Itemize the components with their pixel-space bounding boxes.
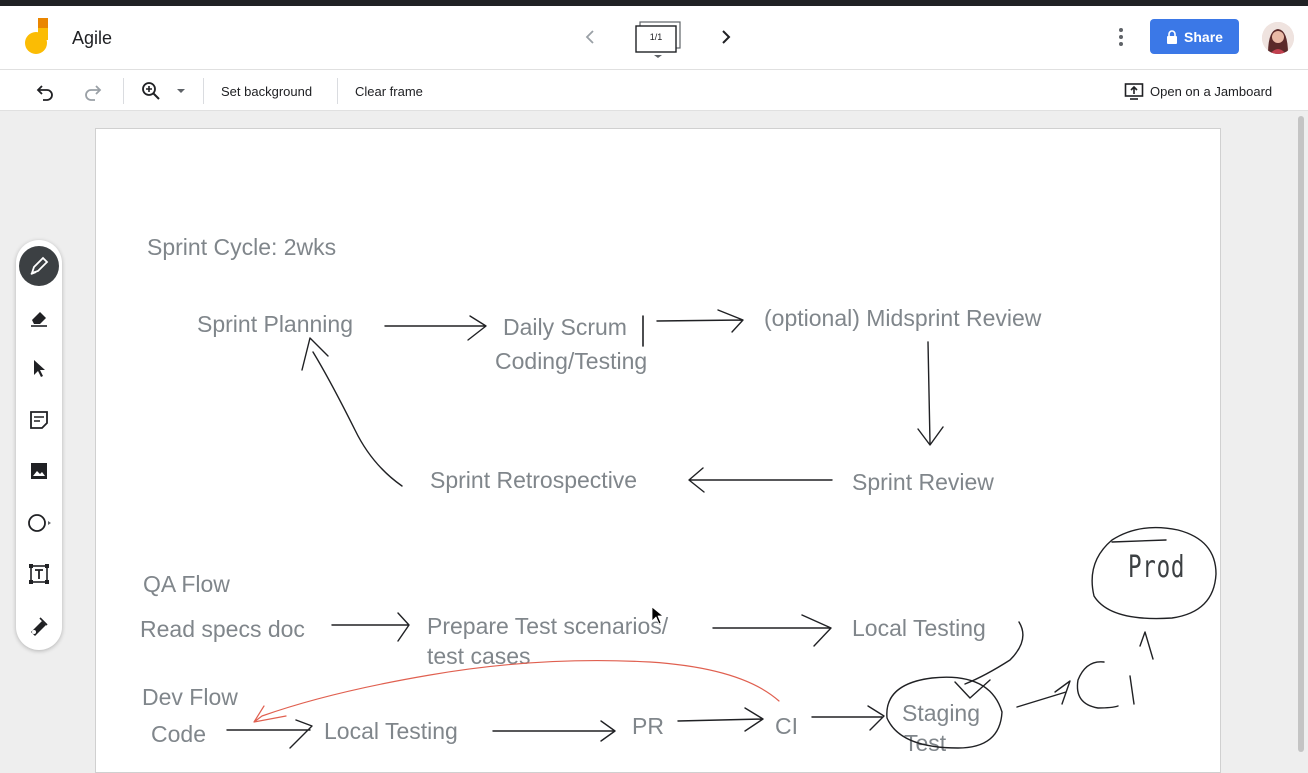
text-box-icon — [29, 564, 49, 584]
toolbar-divider — [337, 78, 338, 104]
tool-sidebar — [16, 240, 62, 650]
ci-label[interactable]: CI — [775, 713, 798, 739]
frames-icon — [635, 21, 681, 58]
open-on-jamboard-label: Open on a Jamboard — [1150, 83, 1273, 99]
window-top-strip — [0, 0, 1308, 6]
test-cases-label[interactable]: test cases — [427, 643, 531, 669]
share-button[interactable]: Share — [1150, 19, 1239, 54]
image-icon — [31, 463, 47, 479]
daily-scrum-label[interactable]: Daily Scrum — [503, 314, 627, 340]
pr-label[interactable]: PR — [632, 713, 664, 739]
toolbar-divider — [203, 78, 204, 104]
dev-local-testing-label[interactable]: Local Testing — [324, 718, 458, 744]
qa-local-testing-label[interactable]: Local Testing — [852, 615, 986, 641]
select-tool-button[interactable] — [19, 348, 59, 388]
undo-button[interactable] — [34, 78, 56, 104]
jam-canvas[interactable] — [95, 128, 1221, 773]
text-box-tool-button[interactable] — [19, 554, 59, 594]
read-specs-label[interactable]: Read specs doc — [140, 616, 305, 642]
editing-toolbar: Set background Clear frame Open on a Jam… — [0, 69, 1308, 111]
staging-label[interactable]: Staging — [902, 700, 981, 726]
eraser-icon — [31, 312, 47, 327]
pen-tool-button[interactable] — [19, 246, 59, 286]
sprint-review-label[interactable]: Sprint Review — [852, 469, 994, 495]
redo-icon — [85, 85, 102, 101]
sticky-note-tool-button[interactable] — [19, 400, 59, 440]
chevron-left-icon — [585, 30, 594, 44]
user-avatar-icon — [1262, 22, 1294, 54]
more-options-button[interactable] — [1112, 24, 1130, 50]
more-vert-icon — [1119, 28, 1123, 46]
redo-button[interactable] — [82, 78, 104, 104]
toolbar-divider — [123, 78, 124, 104]
frame-bar-toggle[interactable]: 1/1 — [634, 20, 682, 58]
midsprint-review-label[interactable]: (optional) Midsprint Review — [764, 305, 1042, 331]
select-icon — [34, 360, 45, 377]
sprint-planning-label[interactable]: Sprint Planning — [197, 311, 353, 337]
share-label: Share — [1184, 28, 1223, 45]
prepare-test-label[interactable]: Prepare Test scenarios/ — [427, 613, 669, 639]
app-header: Agile 1/1 Share — [0, 6, 1308, 69]
shape-tool-button[interactable] — [19, 503, 59, 543]
document-title[interactable]: Agile — [72, 28, 113, 48]
coding-testing-label[interactable]: Coding/Testing — [495, 348, 648, 374]
zoom-in-icon — [142, 82, 160, 100]
set-background-button[interactable]: Set background — [221, 83, 313, 99]
clear-frame-button[interactable]: Clear frame — [355, 83, 423, 99]
laser-icon — [31, 617, 48, 636]
qa-flow-label[interactable]: QA Flow — [143, 571, 230, 597]
chevron-right-icon — [722, 30, 731, 44]
code-label[interactable]: Code — [151, 721, 206, 747]
cast-upload-icon — [1124, 83, 1144, 100]
zoom-button[interactable] — [140, 78, 188, 104]
next-frame-button[interactable] — [714, 26, 736, 48]
open-on-jamboard-button[interactable]: Open on a Jamboard — [1124, 78, 1272, 104]
dev-flow-label[interactable]: Dev Flow — [142, 684, 238, 710]
previous-frame-button[interactable] — [580, 26, 602, 48]
lock-icon — [1167, 29, 1178, 44]
sprint-retrospective-label[interactable]: Sprint Retrospective — [430, 467, 638, 493]
prod-handwritten-label[interactable]: Prod — [1128, 550, 1186, 585]
jamboard-logo-icon[interactable] — [24, 18, 50, 54]
avatar[interactable] — [1262, 22, 1294, 54]
laser-tool-button[interactable] — [19, 606, 59, 646]
caret-down-icon — [177, 89, 185, 93]
circle-shape-icon — [28, 514, 51, 532]
pen-icon — [30, 256, 49, 275]
staging-test-label[interactable]: Test — [904, 730, 947, 756]
image-tool-button[interactable] — [19, 451, 59, 491]
undo-icon — [36, 85, 53, 101]
sprint-cycle-heading[interactable]: Sprint Cycle: 2wks — [147, 234, 337, 260]
eraser-tool-button[interactable] — [19, 297, 59, 337]
frame-indicator: 1/1 — [649, 32, 663, 42]
vertical-scrollbar[interactable] — [1298, 116, 1304, 752]
sticky-note-icon — [30, 411, 48, 429]
